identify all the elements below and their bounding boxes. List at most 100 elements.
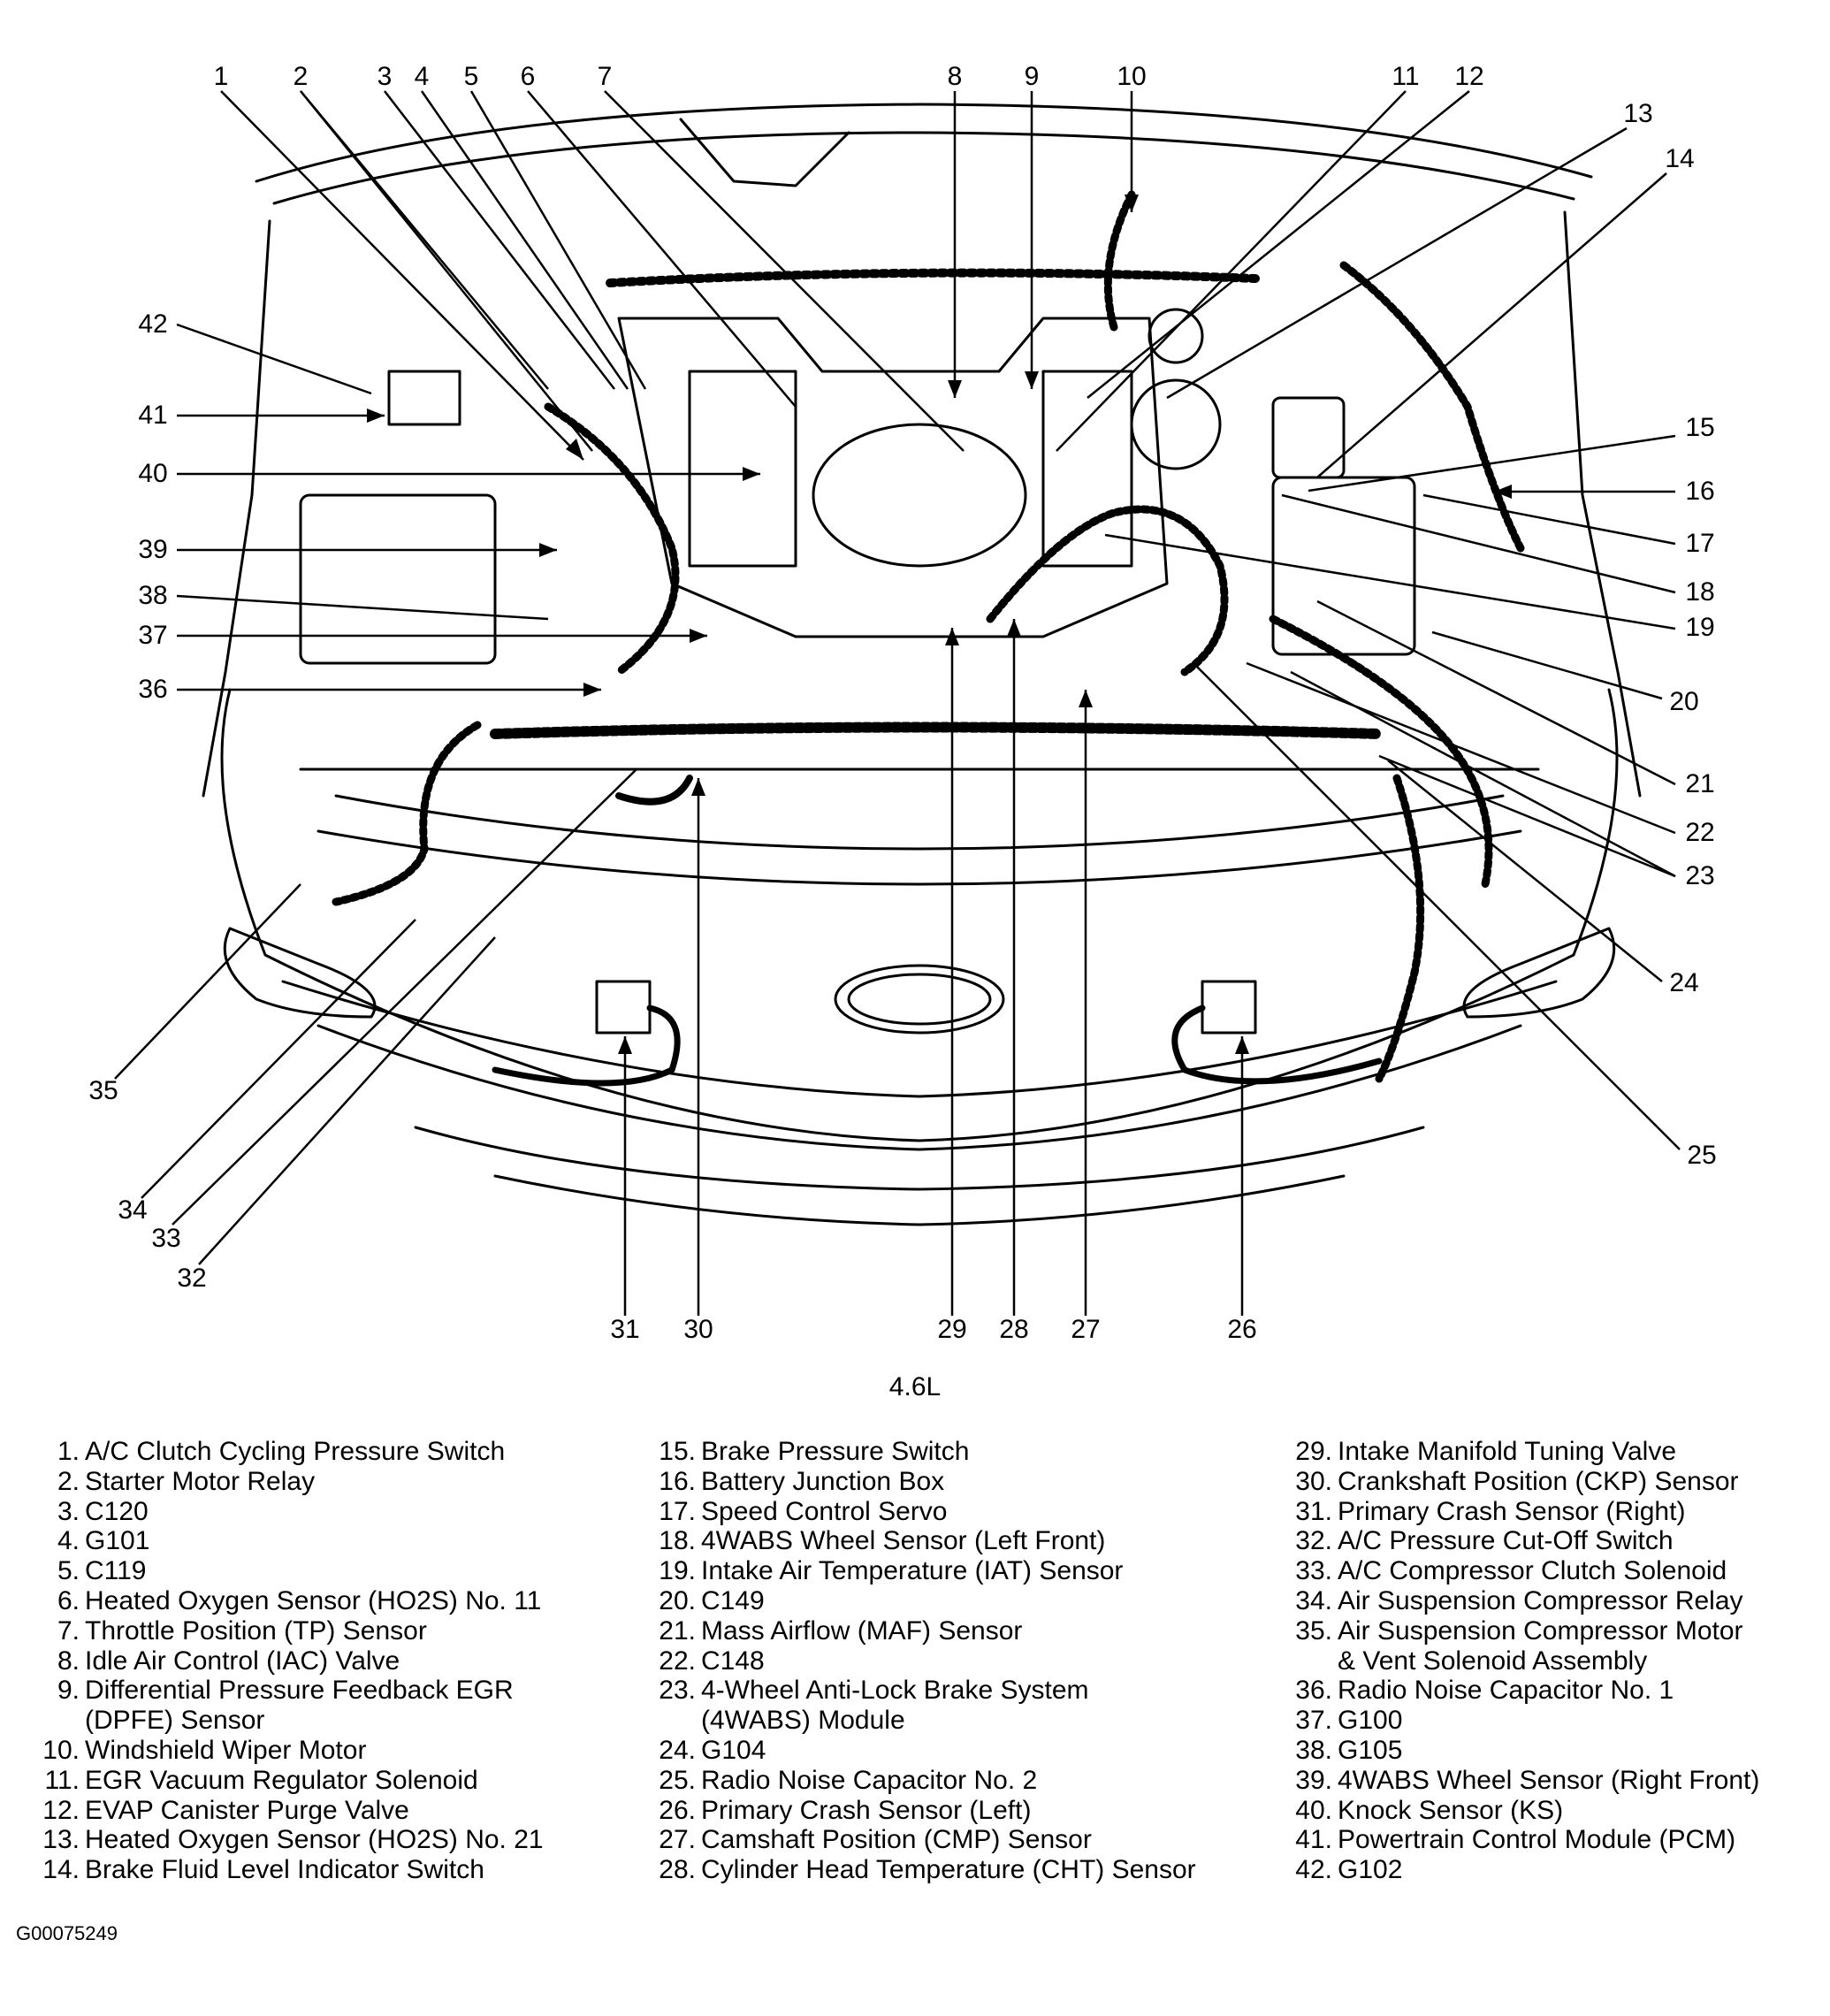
legend-number: 5. — [57, 1556, 80, 1586]
legend-number: 17. — [659, 1496, 696, 1526]
callout-18: 18 — [1685, 577, 1714, 607]
callout-33: 33 — [151, 1224, 180, 1253]
legend-text: Starter Motor Relay — [85, 1466, 316, 1496]
callout-3: 3 — [377, 62, 393, 91]
legend-text: Windshield Wiper Motor — [85, 1735, 367, 1765]
legend-number: 25. — [659, 1765, 696, 1795]
callout-39: 39 — [138, 535, 167, 564]
legend-text: 4WABS Wheel Sensor (Left Front) — [701, 1526, 1106, 1556]
callout-24: 24 — [1669, 968, 1698, 997]
legend-text: C120 — [85, 1496, 149, 1526]
legend-text: Intake Air Temperature (IAT) Sensor — [701, 1556, 1124, 1586]
legend-column-2: 15.Brake Pressure Switch 16.Battery Junc… — [648, 1437, 1285, 1885]
legend-number: 6. — [57, 1585, 80, 1615]
legend-item: 19.Intake Air Temperature (IAT) Sensor — [648, 1556, 1285, 1586]
legend-number: 16. — [659, 1466, 696, 1496]
legend-item: 41.Powertrain Control Module (PCM) — [1285, 1825, 1824, 1855]
legend-item: 26.Primary Crash Sensor (Left) — [648, 1796, 1285, 1826]
callout-22: 22 — [1685, 818, 1714, 847]
legend-text: Radio Noise Capacitor No. 1 — [1338, 1676, 1674, 1706]
legend-number: 4. — [57, 1526, 80, 1556]
callout-9: 9 — [1025, 62, 1040, 91]
callout-35: 35 — [88, 1076, 118, 1105]
legend-text: G105 — [1338, 1735, 1403, 1765]
legend-number: 29. — [1295, 1437, 1332, 1466]
legend-item: 3.C120 — [32, 1497, 651, 1527]
legend-item: 14.Brake Fluid Level Indicator Switch — [32, 1855, 651, 1885]
legend-text: G104 — [701, 1735, 766, 1765]
legend-text: C148 — [701, 1646, 765, 1676]
legend-text: G100 — [1338, 1706, 1403, 1736]
callout-34: 34 — [118, 1195, 147, 1225]
legend-item: 35.Air Suspension Compressor Motor — [1285, 1616, 1824, 1646]
legend-number: 18. — [659, 1526, 696, 1556]
legend-text: A/C Compressor Clutch Solenoid — [1338, 1556, 1727, 1586]
callout-38: 38 — [138, 581, 167, 610]
legend-number: 37. — [1295, 1706, 1332, 1736]
legend-text: Intake Manifold Tuning Valve — [1338, 1437, 1677, 1466]
legend-number: 42. — [1295, 1855, 1332, 1885]
legend-item: 36.Radio Noise Capacitor No. 1 — [1285, 1676, 1824, 1706]
callout-15: 15 — [1685, 413, 1714, 442]
callout-30: 30 — [683, 1315, 713, 1344]
leader-arrowheads — [367, 195, 1512, 1054]
callout-4: 4 — [415, 62, 430, 91]
legend-item: 18.4WABS Wheel Sensor (Left Front) — [648, 1526, 1285, 1556]
leader-lines — [114, 90, 1681, 1316]
callout-40: 40 — [138, 459, 167, 488]
legend-text: Primary Crash Sensor (Right) — [1338, 1496, 1686, 1526]
legend-item: 28.Cylinder Head Temperature (CHT) Senso… — [648, 1855, 1285, 1885]
legend-number: 34. — [1295, 1585, 1332, 1615]
callout-2: 2 — [294, 62, 309, 91]
legend-number: 28. — [659, 1855, 696, 1885]
legend-column-3: 29.Intake Manifold Tuning Valve 30.Crank… — [1285, 1437, 1824, 1885]
legend-item: 9.Differential Pressure Feedback EGR — [32, 1676, 651, 1706]
legend-text: Throttle Position (TP) Sensor — [85, 1615, 427, 1646]
engine-artwork — [202, 103, 1642, 1226]
callout-25: 25 — [1687, 1141, 1716, 1170]
legend-number: 36. — [1295, 1676, 1332, 1706]
legend-item-continuation: (4WABS) Module — [648, 1706, 1285, 1736]
legend-item: 31.Primary Crash Sensor (Right) — [1285, 1497, 1824, 1527]
legend-number: 11. — [44, 1765, 80, 1795]
legend-text: Brake Fluid Level Indicator Switch — [85, 1855, 484, 1885]
legend-item: 1.A/C Clutch Cycling Pressure Switch — [32, 1437, 651, 1467]
legend-item: 13.Heated Oxygen Sensor (HO2S) No. 21 — [32, 1825, 651, 1855]
legend-text: Mass Airflow (MAF) Sensor — [701, 1615, 1023, 1646]
engine-compartment-diagram: 1 2 3 4 5 6 7 8 9 10 11 12 13 14 15 16 1… — [88, 62, 1716, 1344]
legend-item: 37.G100 — [1285, 1706, 1824, 1736]
legend-number: 24. — [659, 1735, 696, 1765]
callout-23: 23 — [1685, 861, 1714, 890]
legend-text: Air Suspension Compressor Motor — [1338, 1615, 1743, 1646]
legend-item: 32.A/C Pressure Cut-Off Switch — [1285, 1526, 1824, 1556]
legend-item: 15.Brake Pressure Switch — [648, 1437, 1285, 1467]
legend-text: (DPFE) Sensor — [85, 1706, 265, 1736]
legend-item: 29.Intake Manifold Tuning Valve — [1285, 1437, 1824, 1467]
legend-item: 33.A/C Compressor Clutch Solenoid — [1285, 1556, 1824, 1586]
legend-number: 21. — [659, 1615, 696, 1646]
callout-32: 32 — [177, 1264, 206, 1293]
legend-item: 2.Starter Motor Relay — [32, 1467, 651, 1497]
legend-number: 13. — [42, 1825, 80, 1855]
legend-item-continuation: (DPFE) Sensor — [32, 1706, 651, 1736]
legend-number: 40. — [1295, 1795, 1332, 1825]
callout-12: 12 — [1454, 62, 1483, 91]
callout-26: 26 — [1227, 1315, 1256, 1344]
legend-item: 17.Speed Control Servo — [648, 1497, 1285, 1527]
legend-item: 21.Mass Airflow (MAF) Sensor — [648, 1616, 1285, 1646]
callout-14: 14 — [1665, 144, 1694, 173]
legend-number: 41. — [1295, 1825, 1332, 1855]
legend-text: Battery Junction Box — [701, 1466, 945, 1496]
legend-number: 1. — [57, 1437, 80, 1466]
legend-text: Crankshaft Position (CKP) Sensor — [1338, 1466, 1739, 1496]
callout-10: 10 — [1117, 62, 1146, 91]
legend-item: 42.G102 — [1285, 1855, 1824, 1885]
legend-number: 15. — [659, 1437, 696, 1466]
legend-text: EVAP Canister Purge Valve — [85, 1795, 409, 1825]
legend-text: 4-Wheel Anti-Lock Brake System — [701, 1676, 1089, 1706]
legend-number: 26. — [659, 1795, 696, 1825]
legend-item: 30.Crankshaft Position (CKP) Sensor — [1285, 1467, 1824, 1497]
legend-number: 19. — [659, 1556, 696, 1586]
legend-text: A/C Clutch Cycling Pressure Switch — [85, 1437, 506, 1466]
legend-text: Camshaft Position (CMP) Sensor — [701, 1825, 1092, 1855]
